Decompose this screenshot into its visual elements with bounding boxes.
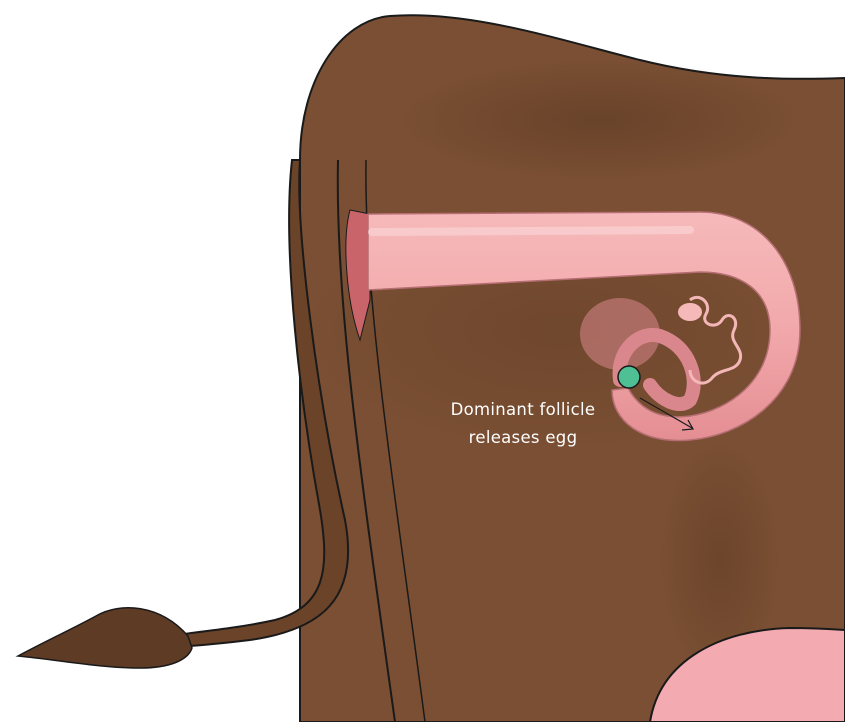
tail-tuft bbox=[18, 608, 192, 668]
body-shadow-top bbox=[400, 60, 800, 180]
follicle-small bbox=[678, 303, 702, 321]
follicle-annotation: Dominant follicle releases egg bbox=[418, 396, 628, 452]
annotation-line-1: Dominant follicle bbox=[418, 396, 628, 424]
annotation-line-2: releases egg bbox=[418, 424, 628, 452]
tract-highlight bbox=[372, 230, 690, 232]
egg-icon bbox=[618, 366, 640, 388]
